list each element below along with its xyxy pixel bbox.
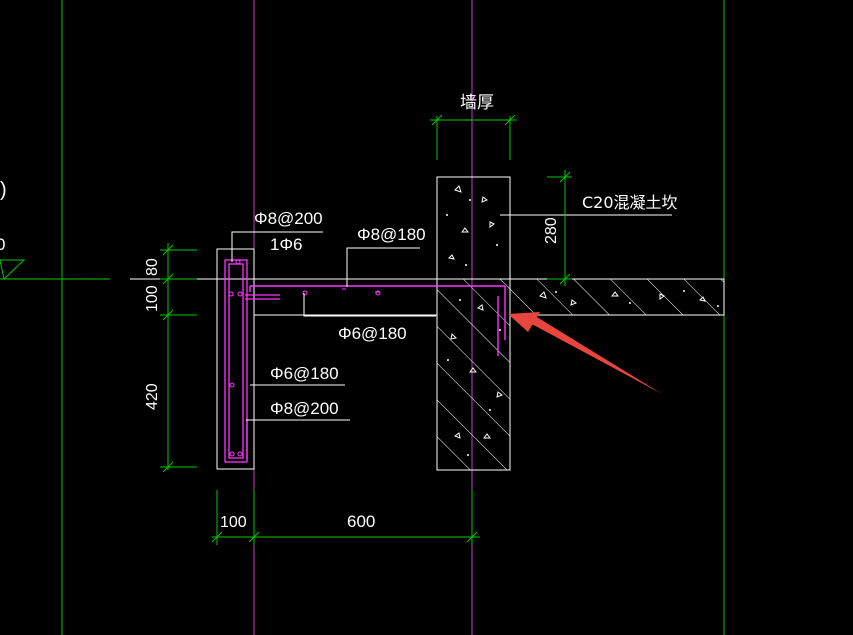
concrete-curb-block bbox=[436, 176, 511, 280]
edge-beam-rebar bbox=[224, 259, 280, 463]
concrete-aggregate-marks bbox=[447, 185, 706, 439]
red-pointer-arrow bbox=[508, 312, 662, 394]
concrete-note-label: C20混凝土坎 bbox=[582, 193, 678, 212]
edge-beam-outline bbox=[216, 248, 255, 470]
dim-text-80: 80 bbox=[144, 258, 161, 276]
elevation-triangle-icon bbox=[0, 259, 26, 280]
concrete-dots bbox=[446, 199, 719, 456]
rebar-label-beam-side: Φ8@200 bbox=[270, 399, 339, 418]
rebar-label-beam-stirrup: Φ6@180 bbox=[270, 364, 339, 383]
rebar-label-top-left: Φ8@200 bbox=[254, 209, 323, 228]
dim-text-600: 600 bbox=[347, 512, 375, 531]
slab-rebar bbox=[249, 285, 506, 356]
left-edge-digit: 0 bbox=[0, 235, 5, 254]
wall-section-hatch bbox=[436, 278, 511, 471]
dim-text-420: 420 bbox=[144, 383, 161, 410]
slab-rebar-ticks bbox=[342, 288, 380, 293]
leader-lines bbox=[231, 214, 672, 421]
dim-text-280: 280 bbox=[543, 217, 560, 244]
rebar-label-slab-top: Φ8@180 bbox=[357, 225, 426, 244]
dim-text-100-horizontal: 100 bbox=[220, 514, 247, 531]
edge-beam-bar-dots bbox=[228, 259, 381, 457]
rebar-label-slab-bottom: Φ6@180 bbox=[338, 324, 407, 343]
rebar-label-top-bars: 1Φ6 bbox=[270, 235, 302, 254]
dimension-lines bbox=[160, 114, 572, 545]
dim-text-100-vertical: 100 bbox=[144, 285, 161, 312]
left-edge-paren: ) bbox=[0, 179, 7, 201]
wall-thickness-label: 墙厚 bbox=[460, 93, 494, 113]
